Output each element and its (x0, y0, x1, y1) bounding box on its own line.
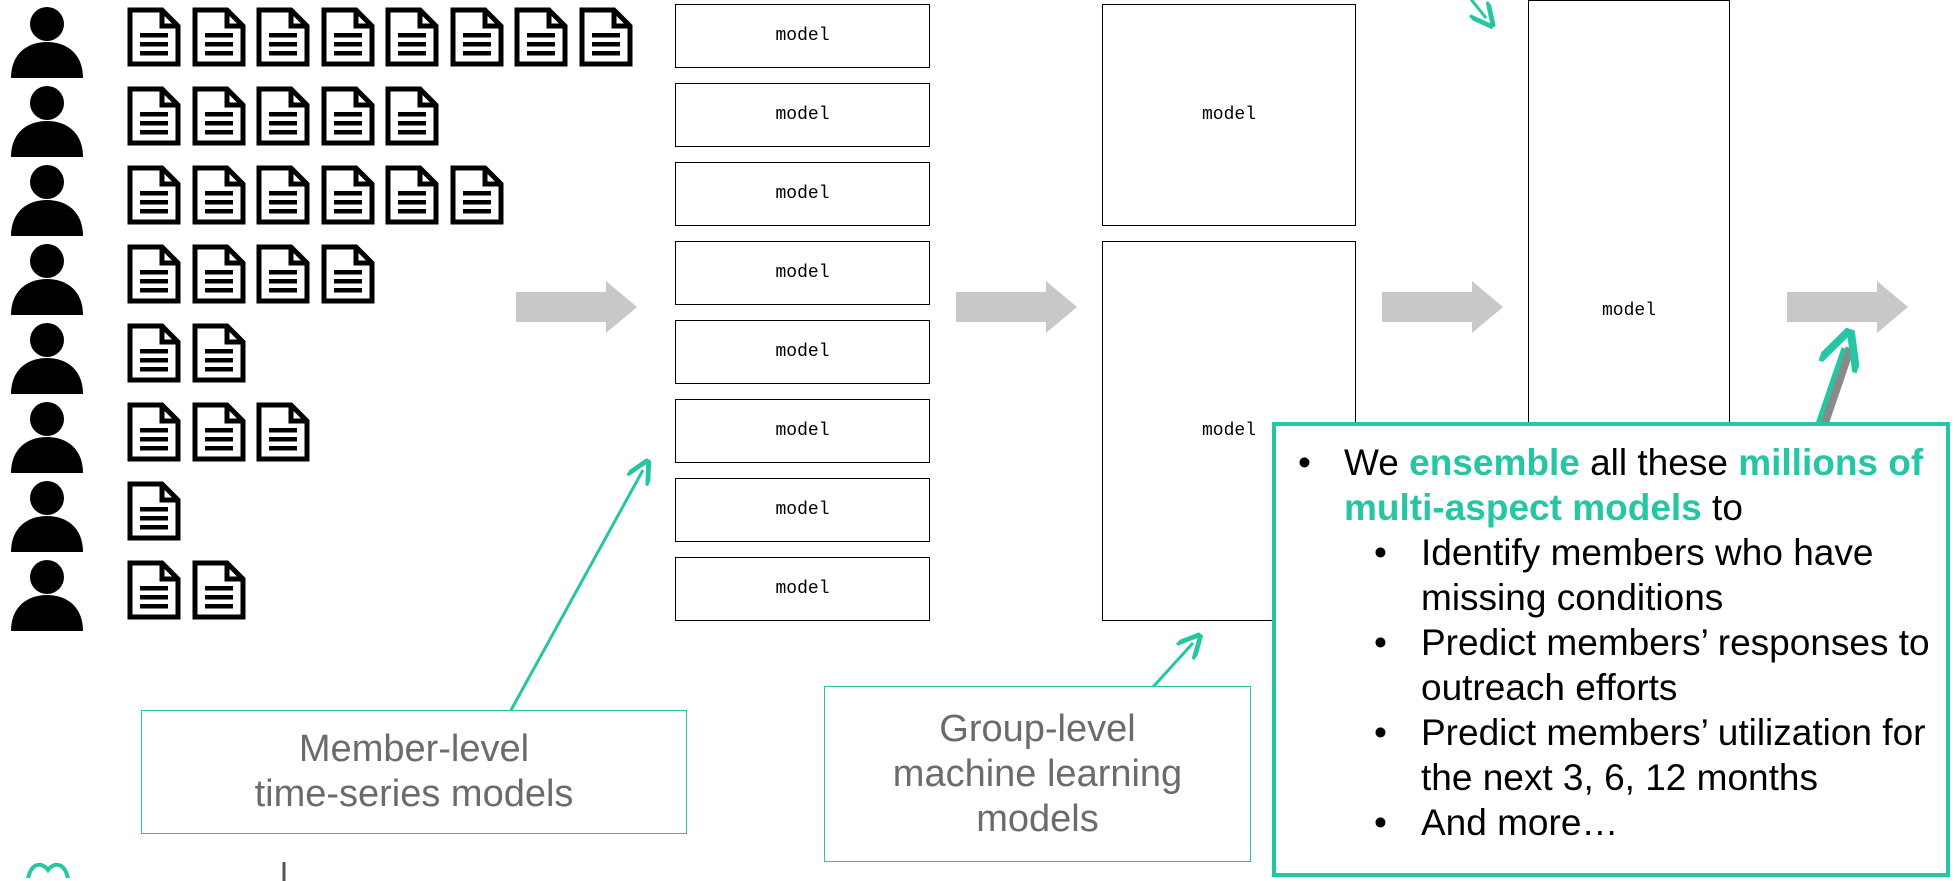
arrow-shadow (1819, 346, 1855, 426)
member-model-box: model (675, 4, 930, 68)
right-arrow-icon (956, 281, 1077, 333)
member-model-box: model (675, 478, 930, 542)
member-model-box: model (675, 241, 930, 305)
member-model-box: model (675, 399, 930, 463)
teal-arrow-icon (1470, 0, 1486, 18)
right-arrow-icon (1382, 281, 1503, 333)
teal-arrow-icon (1815, 348, 1844, 425)
teal-arrow-icon (508, 470, 643, 713)
group-level-caption: Group-level machine learning models (824, 686, 1251, 862)
right-arrow-icon (1787, 281, 1908, 333)
group-model-box: model (1102, 4, 1356, 226)
right-arrow-icon (516, 281, 637, 333)
summary-bullet: Identify members who have missing condit… (1276, 530, 1946, 620)
ensemble-summary-callout: We ensemble all these millions of multi-… (1272, 422, 1950, 877)
member-level-caption: Member-level time-series models (141, 710, 687, 834)
summary-bullet: Predict members’ utilization for the nex… (1276, 710, 1946, 800)
brand-logo-icon (26, 862, 286, 881)
teal-arrow-icon (1151, 643, 1193, 689)
summary-intro: We ensemble all these millions of multi-… (1276, 440, 1946, 530)
member-model-box: model (675, 162, 930, 226)
summary-bullet: And more… (1276, 800, 1946, 845)
member-model-box: model (675, 320, 930, 384)
summary-bullet: Predict members’ responses to outreach e… (1276, 620, 1946, 710)
member-model-box: model (675, 557, 930, 621)
member-model-box: model (675, 83, 930, 147)
